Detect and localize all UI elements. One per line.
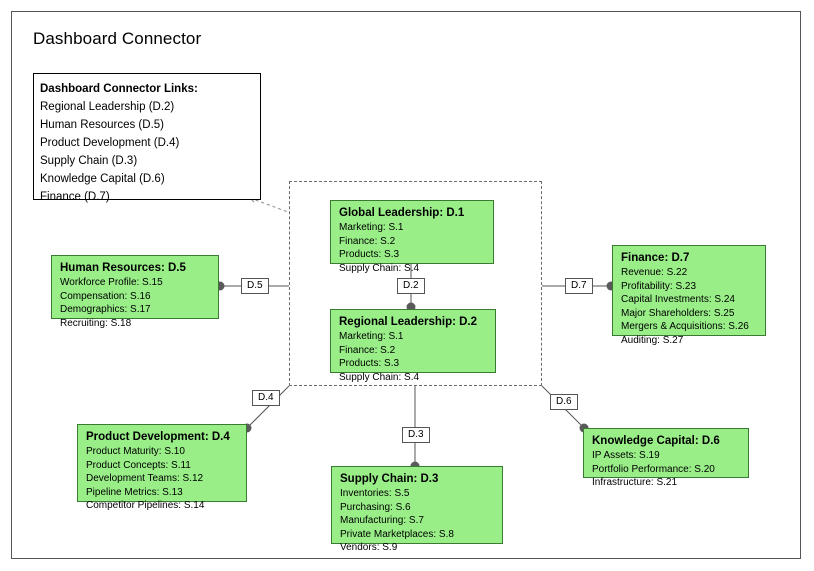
entity-row-infrastructure: Infrastructure: S.21 [592,477,678,488]
entity-row-purchasing: Purchasing: S.6 [340,501,411,513]
entity-row-major-shareholders: Major Shareholders: S.25 [621,307,735,319]
entity-row-marketing: Marketing: S.1 [339,331,404,342]
entity-box-supply-chain[interactable]: Supply Chain: D.3 Inventories: S.5 Purch… [331,466,503,553]
dashboard-connector-links-box: Dashboard Connector Links: Regional Lead… [33,73,261,203]
leadership-group-container [289,181,542,386]
entity-row-recruiting: Recruiting: S.18 [60,317,132,329]
links-box-item-human-resources: Human Resources (D.5) [40,119,164,131]
entity-row-vendors: Vendors: S.9 [340,542,398,553]
entity-row-inventories: Inventories: S.5 [340,488,410,499]
entity-title-regional-leadership: Regional Leadership: D.2 [339,316,478,328]
entity-box-knowledge-capital[interactable]: Knowledge Capital: D.6 IP Assets: S.19 P… [583,428,749,488]
entity-row-ip-assets: IP Assets: S.19 [592,450,660,461]
entity-row-products: Products: S.3 [339,358,400,369]
entity-row-auditing: Auditing: S.27 [621,334,684,346]
entity-box-regional-leadership[interactable]: Regional Leadership: D.2 Marketing: S.1 … [330,309,496,383]
entity-row-finance: Finance: S.2 [339,344,396,356]
edge-label-d6[interactable]: D.6 [550,394,578,410]
entity-title-finance: Finance: D.7 [621,252,690,264]
entity-row-marketing: Marketing: S.1 [339,222,404,233]
entity-title-human-resources: Human Resources: D.5 [60,262,186,274]
entity-row-products: Products: S.3 [339,249,400,260]
edge-label-d5[interactable]: D.5 [241,278,269,294]
entity-row-revenue: Revenue: S.22 [621,267,688,278]
links-box-title: Dashboard Connector Links: [40,83,198,95]
edge-label-d2[interactable]: D.2 [397,278,425,294]
links-box-item-knowledge-capital: Knowledge Capital (D.6) [40,173,165,185]
entity-row-portfolio-performance: Portfolio Performance: S.20 [592,463,715,475]
entity-row-profitability: Profitability: S.23 [621,280,697,292]
entity-row-private-marketplaces: Private Marketplaces: S.8 [340,528,454,540]
links-box-item-regional-leadership: Regional Leadership (D.2) [40,101,175,113]
entity-row-pipeline-metrics: Pipeline Metrics: S.13 [86,486,183,498]
links-box-item-supply-chain: Supply Chain (D.3) [40,155,138,167]
entity-row-product-concepts: Product Concepts: S.11 [86,459,191,471]
entity-box-global-leadership[interactable]: Global Leadership: D.1 Marketing: S.1 Fi… [330,200,494,274]
entity-title-product-development: Product Development: D.4 [86,431,230,443]
entity-title-knowledge-capital: Knowledge Capital: D.6 [592,435,720,447]
entity-row-competitor-pipelines: Competitor Pipelines: S.14 [86,500,205,511]
entity-row-capital-investments: Capital Investments: S.24 [621,294,735,305]
edge-label-d3[interactable]: D.3 [402,427,430,443]
entity-row-finance: Finance: S.2 [339,235,396,247]
entity-row-demographics: Demographics: S.17 [60,304,151,315]
entity-box-product-development[interactable]: Product Development: D.4 Product Maturit… [77,424,247,511]
entity-row-supply-chain: Supply Chain: S.4 [339,371,420,383]
entity-row-manufacturing: Manufacturing: S.7 [340,515,424,526]
entity-row-workforce-profile: Workforce Profile: S.15 [60,277,163,288]
entity-box-finance[interactable]: Finance: D.7 Revenue: S.22 Profitability… [612,245,766,346]
edge-label-d4[interactable]: D.4 [252,390,280,406]
entity-row-supply-chain: Supply Chain: S.4 [339,262,420,274]
page-title: Dashboard Connector [33,29,202,48]
wire-d4 [246,385,290,429]
links-box-item-product-development: Product Development (D.4) [40,137,180,149]
entity-row-compensation: Compensation: S.16 [60,290,151,302]
entity-row-product-maturity: Product Maturity: S.10 [86,446,185,457]
entity-row-development-teams: Development Teams: S.12 [86,473,204,484]
entity-title-global-leadership: Global Leadership: D.1 [339,207,465,219]
entity-row-mergers-acquisitions: Mergers & Acquisitions: S.26 [621,321,749,332]
leader-line-links-to-group [249,197,289,213]
entity-box-human-resources[interactable]: Human Resources: D.5 Workforce Profile: … [51,255,219,329]
entity-title-supply-chain: Supply Chain: D.3 [340,473,439,485]
edge-label-d7[interactable]: D.7 [565,278,593,294]
links-box-item-finance: Finance (D.7) [40,191,110,203]
